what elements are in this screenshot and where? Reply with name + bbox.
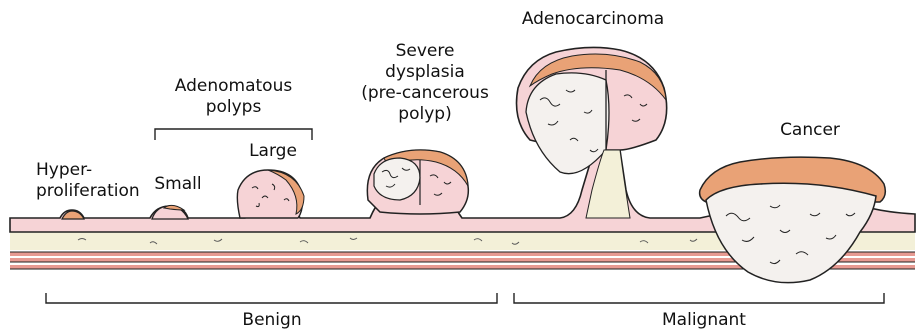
- severe-dysplasia-line2: dysplasia: [360, 62, 490, 83]
- adenomatous-polyps-line1: Adenomatous: [155, 76, 312, 97]
- hyperproliferation-line1: Hyper-: [36, 160, 136, 181]
- adenomatous-polyps-label: Adenomatous polyps: [155, 76, 312, 118]
- severe-dysplasia-line4: polyp): [360, 104, 490, 125]
- severe-dysplasia-polyp: [367, 150, 468, 214]
- hyperproliferation-line2: proliferation: [36, 181, 136, 202]
- malignant-bracket: [514, 293, 884, 303]
- severe-dysplasia-line1: Severe: [360, 41, 490, 62]
- adenomatous-polyps-line2: polyps: [155, 97, 312, 118]
- invasive-cancer: [700, 157, 886, 283]
- small-label: Small: [146, 174, 210, 195]
- hyperproliferation-label: Hyper- proliferation: [36, 160, 136, 202]
- malignant-label: Malignant: [644, 310, 764, 331]
- adenomatous-bracket: [155, 129, 312, 140]
- severe-dysplasia-label: Severe dysplasia (pre-cancerous polyp): [360, 41, 490, 125]
- adenocarcinoma-mass: [517, 47, 667, 218]
- small-polyp: [152, 205, 188, 219]
- large-label: Large: [238, 141, 308, 162]
- severe-dysplasia-line3: (pre-cancerous: [360, 83, 490, 104]
- cancer-label: Cancer: [770, 120, 850, 141]
- benign-label: Benign: [222, 310, 322, 331]
- large-polyp: [237, 170, 304, 218]
- benign-bracket: [46, 293, 497, 303]
- adenocarcinoma-label: Adenocarcinoma: [518, 9, 668, 30]
